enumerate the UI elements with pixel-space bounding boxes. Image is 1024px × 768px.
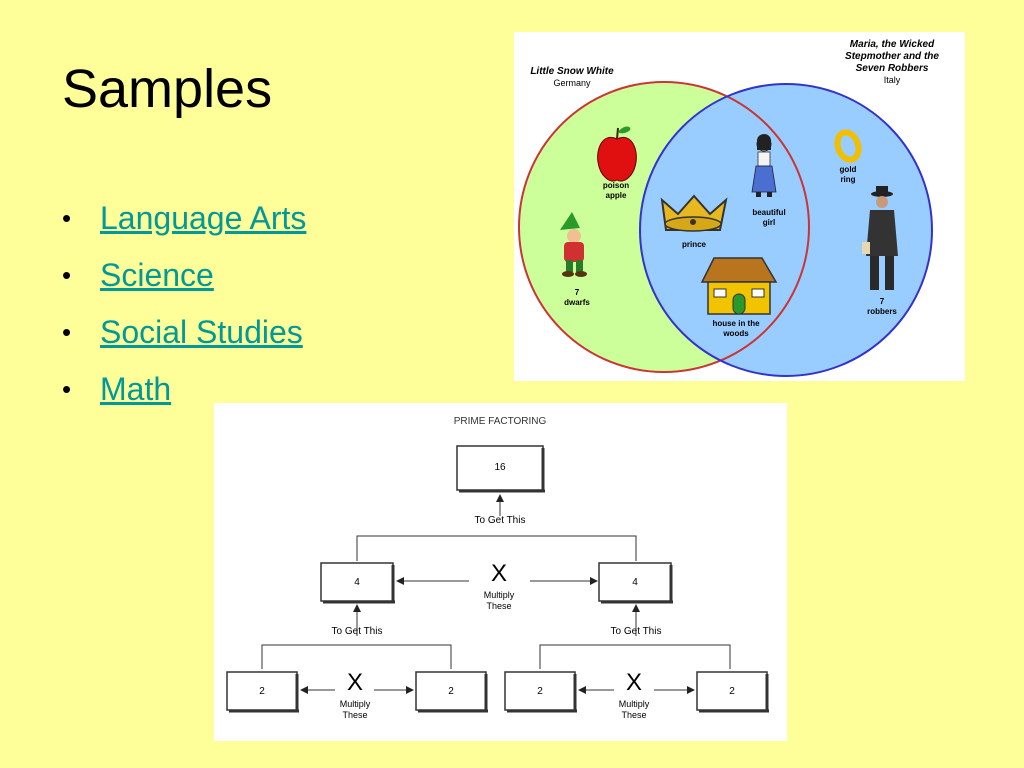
list-item: • Social Studies <box>62 304 306 361</box>
venn-diagram-panel: Little Snow White Germany Maria, the Wic… <box>514 32 965 381</box>
bullet: • <box>62 203 72 233</box>
multiply-label: These <box>342 710 367 720</box>
bullet: • <box>62 317 72 347</box>
factor-value: 2 <box>259 686 265 697</box>
venn-right-title-line: Seven Robbers <box>856 63 929 74</box>
factor-box-top <box>456 445 545 493</box>
link-language-arts[interactable]: Language Arts <box>100 200 307 236</box>
factor-box-bottom-2 <box>415 671 488 713</box>
to-get-this-label: To Get This <box>332 626 383 637</box>
apple-label: poison <box>603 181 629 190</box>
factor-value: 4 <box>632 577 638 588</box>
slide-title: Samples <box>62 59 273 119</box>
factor-value: 2 <box>448 686 454 697</box>
ring-label: ring <box>840 175 855 184</box>
link-social-studies[interactable]: Social Studies <box>100 314 303 350</box>
gold-ring-icon <box>834 129 862 163</box>
factor-value-top: 16 <box>494 462 506 473</box>
venn-left-circle <box>518 81 810 373</box>
factor-box-right <box>598 562 673 604</box>
multiply-x-symbol: X <box>491 560 507 587</box>
prime-factoring-panel: PRIME FACTORING 16 To Get This <box>214 403 787 741</box>
multiply-label: These <box>621 710 646 720</box>
list-item: • Language Arts <box>62 190 306 247</box>
multiply-label: Multiply <box>484 590 515 600</box>
factor-value: 4 <box>354 577 360 588</box>
factor-value: 2 <box>729 686 735 697</box>
dwarfs-label: 7 <box>575 288 580 297</box>
bullet: • <box>62 260 72 290</box>
prince-label: prince <box>682 240 707 249</box>
house-icon <box>700 257 778 315</box>
prime-title: PRIME FACTORING <box>454 416 547 427</box>
subject-link-list: • Language Arts • Science • Social Studi… <box>62 190 306 418</box>
to-get-this-label: To Get This <box>475 515 526 526</box>
dwarf-icon <box>560 212 587 277</box>
multiply-x-symbol: X <box>626 669 642 696</box>
girl-label: girl <box>763 218 775 227</box>
apple-label: apple <box>606 191 627 200</box>
crown-icon <box>660 194 728 232</box>
robber-icon <box>862 186 898 290</box>
venn-left-subtitle: Germany <box>553 78 591 88</box>
factor-box-left <box>320 562 395 604</box>
dwarfs-label: dwarfs <box>564 298 590 307</box>
venn-right-circle <box>639 83 933 377</box>
house-label: woods <box>722 329 749 338</box>
venn-diagram: Little Snow White Germany Maria, the Wic… <box>518 39 939 377</box>
bullet: • <box>62 374 72 404</box>
multiply-label: Multiply <box>619 699 650 709</box>
tree-connectors <box>261 494 731 694</box>
list-item: • Science <box>62 247 306 304</box>
robbers-label: 7 <box>880 297 885 306</box>
link-science[interactable]: Science <box>100 257 214 293</box>
list-item: • Math <box>62 361 306 418</box>
link-math[interactable]: Math <box>100 371 172 407</box>
venn-left-title: Little Snow White <box>530 66 614 77</box>
house-label: house in the <box>712 319 760 328</box>
ring-label: gold <box>840 165 857 174</box>
factor-box-bottom-3 <box>504 671 577 713</box>
venn-right-title-line: Stepmother and the <box>845 51 939 62</box>
multiply-label: Multiply <box>340 699 371 709</box>
girl-icon <box>751 134 777 197</box>
multiply-x-symbol: X <box>347 669 363 696</box>
robbers-label: robbers <box>867 307 897 316</box>
venn-right-subtitle: Italy <box>884 75 901 85</box>
to-get-this-label: To Get This <box>611 626 662 637</box>
venn-right-title-line: Maria, the Wicked <box>850 39 935 50</box>
girl-label: beautiful <box>752 208 785 217</box>
factor-box-bottom-4 <box>696 671 769 713</box>
prime-factoring-diagram: PRIME FACTORING 16 To Get This <box>226 416 769 720</box>
factor-box-bottom-1 <box>226 671 299 713</box>
factor-value: 2 <box>537 686 543 697</box>
multiply-label: These <box>486 601 511 611</box>
apple-icon <box>597 126 637 182</box>
